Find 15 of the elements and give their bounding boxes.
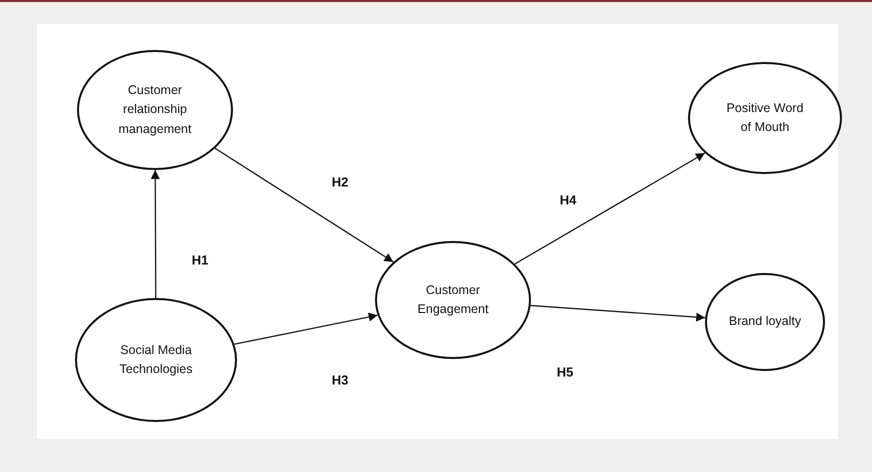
node-label: Customer Engagement [416, 282, 490, 318]
node-label: Social Media Technologies [118, 342, 194, 378]
edge-label: H4 [560, 192, 576, 208]
arrow [234, 312, 378, 345]
node-label: Customer relationship management [118, 82, 192, 138]
edge-label: H5 [556, 364, 574, 380]
edge-label: H2 [332, 174, 348, 190]
arrow [514, 152, 706, 264]
arrow [214, 148, 394, 262]
edge-label: H3 [332, 372, 348, 388]
node-label: Brand loyalty [728, 313, 802, 330]
edge-label: H1 [192, 252, 208, 268]
arrow [530, 304, 706, 322]
node-label: Positive Word of Mouth [726, 100, 804, 136]
arrow [150, 170, 160, 298]
